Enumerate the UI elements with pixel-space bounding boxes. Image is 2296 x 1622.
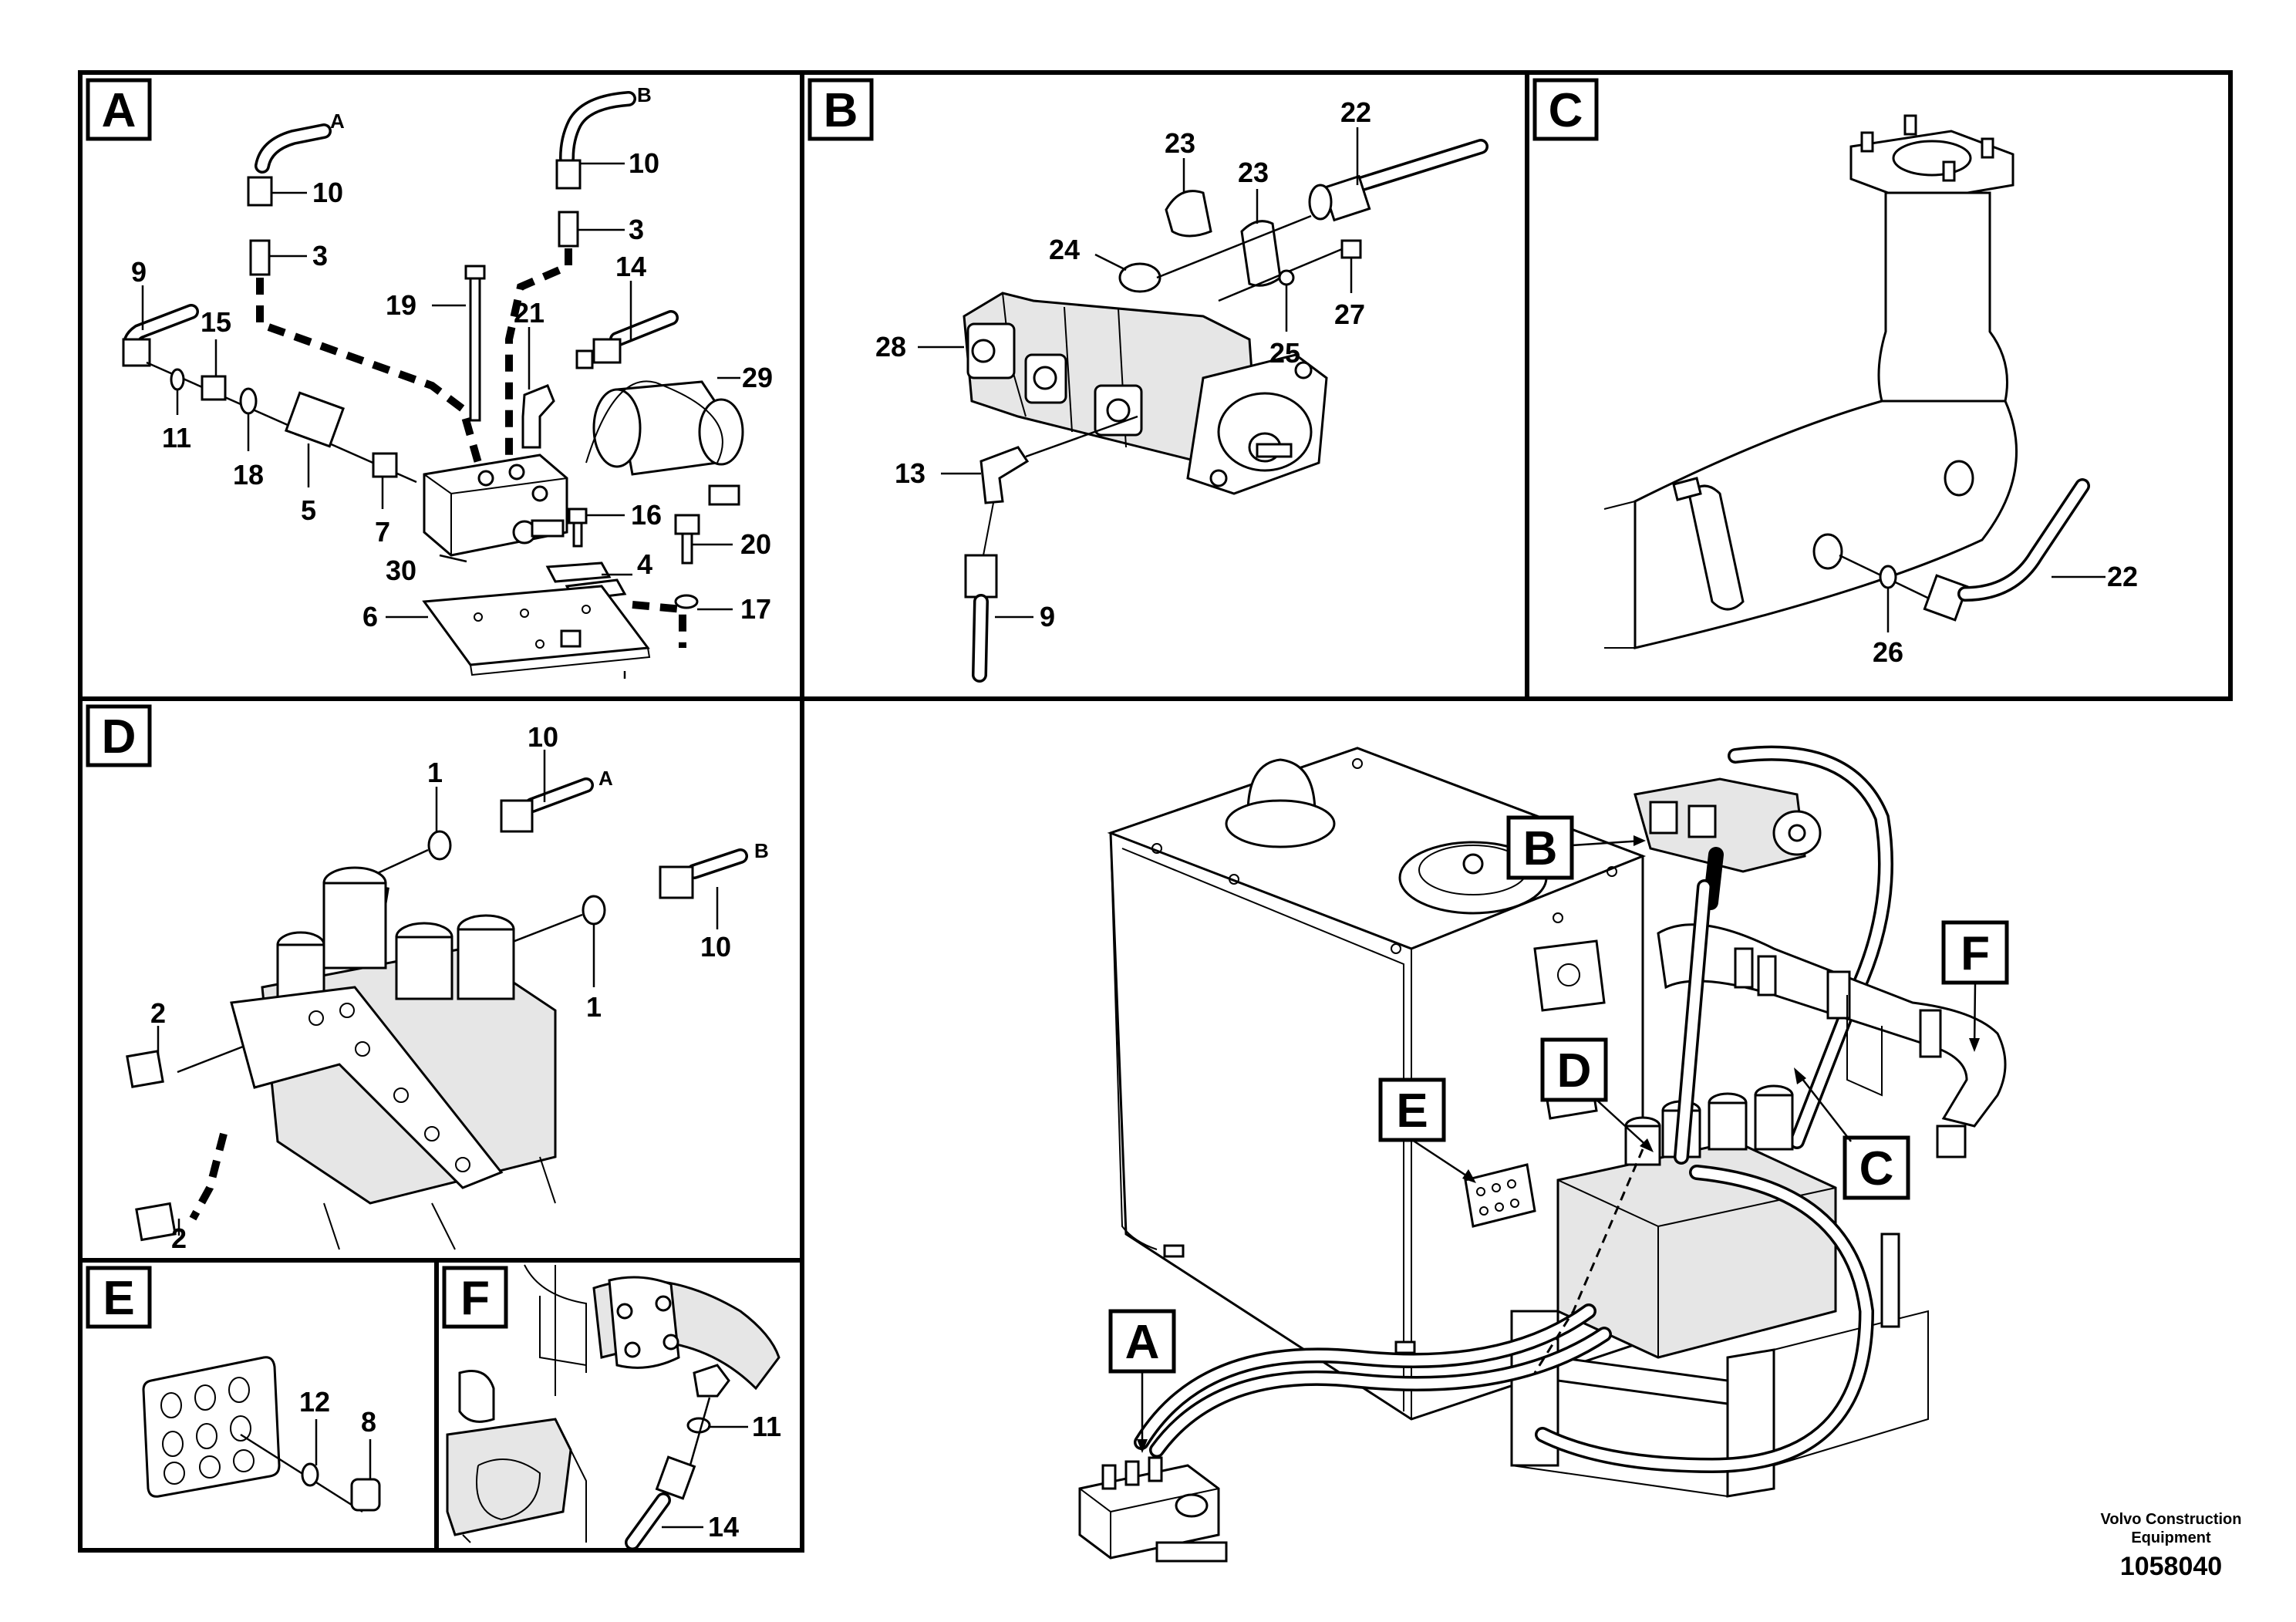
callout-a-5: 5 <box>301 494 316 526</box>
panel-a-label: A <box>102 84 137 137</box>
overview-tag-f-label: F <box>1961 927 1990 980</box>
callout-b-9: 9 <box>1040 601 1055 632</box>
panel-b-drawing: 23 23 22 24 28 25 27 13 9 <box>875 96 1489 683</box>
callout-a-9: 9 <box>131 256 147 288</box>
callout-a-3-left: 3 <box>312 240 328 271</box>
callout-b-23-left: 23 <box>1165 127 1195 159</box>
d-hose-end-b-label: B <box>754 839 769 862</box>
callout-a-14: 14 <box>615 251 646 282</box>
callout-d-10-top: 10 <box>528 721 558 753</box>
d-hose-end-a-label: A <box>598 767 613 790</box>
overview-tag-d-label: D <box>1557 1044 1592 1098</box>
callout-a-30: 30 <box>386 555 416 586</box>
manufacturer-line-1: Volvo Construction <box>2100 1511 2242 1528</box>
panel-c-drawing: 22 26 <box>1603 114 2138 668</box>
callout-a-29: 29 <box>742 362 773 393</box>
overview-tag-e: E <box>1378 1077 1476 1183</box>
overview-tag-d: D <box>1540 1037 1654 1152</box>
hose-end-b-label: B <box>637 83 652 106</box>
callout-a-3-right: 3 <box>629 214 644 245</box>
callout-b-27: 27 <box>1334 298 1365 330</box>
overview-tag-e-label: E <box>1396 1084 1428 1138</box>
callout-d-10-bottom: 10 <box>700 931 731 963</box>
callout-d-2-top: 2 <box>150 997 166 1029</box>
panel-d-label: D <box>102 710 137 764</box>
callout-a-16: 16 <box>631 499 662 531</box>
panel-d-drawing: A B <box>126 721 769 1254</box>
callout-f-11: 11 <box>752 1411 781 1442</box>
overview-tag-b-label: B <box>1523 822 1558 875</box>
callout-a-19: 19 <box>386 289 416 321</box>
overview-tag-b: B <box>1506 815 1646 880</box>
callout-c-22: 22 <box>2107 561 2138 592</box>
callout-c-26: 26 <box>1873 636 1903 668</box>
callout-a-7: 7 <box>375 516 390 548</box>
callout-a-11: 11 <box>162 422 191 454</box>
callout-a-18: 18 <box>233 459 264 491</box>
callout-b-22: 22 <box>1340 96 1371 128</box>
panel-tag-d: D <box>86 704 152 767</box>
callout-a-20: 20 <box>740 528 771 560</box>
manufacturer-label: Volvo Construction Equipment <box>2063 1510 2279 1547</box>
callout-b-25: 25 <box>1269 337 1300 369</box>
manufacturer-line-2: Equipment <box>2131 1529 2211 1546</box>
panel-e-drawing: 12 8 <box>142 1356 381 1513</box>
callout-a-17: 17 <box>740 593 771 625</box>
panel-f-frame <box>434 1258 804 1553</box>
panel-tag-c: C <box>1532 78 1599 141</box>
callout-e-8: 8 <box>361 1406 376 1438</box>
callout-b-13: 13 <box>895 457 925 489</box>
callout-a-10-left: 10 <box>312 177 343 208</box>
panel-tag-a: A <box>86 78 152 141</box>
callout-b-24: 24 <box>1049 234 1080 265</box>
panel-a-drawing: A B <box>122 83 773 679</box>
panel-b-label: B <box>824 84 858 137</box>
overview-tag-f: F <box>1941 920 2009 1052</box>
callout-a-4: 4 <box>637 548 652 580</box>
overview-tag-a: A <box>1108 1309 1176 1453</box>
callout-b-23-right: 23 <box>1238 157 1269 188</box>
callout-f-14: 14 <box>708 1511 739 1543</box>
callout-b-28: 28 <box>875 331 906 363</box>
overview-tag-c-label: C <box>1859 1142 1894 1195</box>
overview-drawing: A B C D E F <box>1078 745 2009 1563</box>
panel-f-label: F <box>460 1272 490 1325</box>
document-number: 1058040 <box>2119 1552 2223 1581</box>
callout-d-2-bottom: 2 <box>171 1222 187 1254</box>
panel-c-frame <box>1525 70 2233 701</box>
panel-tag-e: E <box>86 1266 152 1329</box>
hose-end-a-label: A <box>330 110 345 133</box>
callout-e-12: 12 <box>299 1386 330 1418</box>
overview-tag-c: C <box>1794 1067 1910 1200</box>
callout-a-15: 15 <box>201 306 231 338</box>
callout-d-1-top: 1 <box>427 757 443 788</box>
panel-tag-f: F <box>442 1266 508 1329</box>
panel-f-drawing: 11 14 <box>446 1264 781 1550</box>
panel-c-label: C <box>1549 84 1583 137</box>
panel-tag-b: B <box>807 78 874 141</box>
overview-tag-a-label: A <box>1125 1316 1160 1369</box>
callout-a-21: 21 <box>514 297 544 329</box>
callout-a-6: 6 <box>362 601 378 632</box>
panel-e-label: E <box>103 1272 134 1325</box>
callout-d-1-bottom: 1 <box>586 991 602 1023</box>
callout-a-10-right: 10 <box>629 147 659 179</box>
